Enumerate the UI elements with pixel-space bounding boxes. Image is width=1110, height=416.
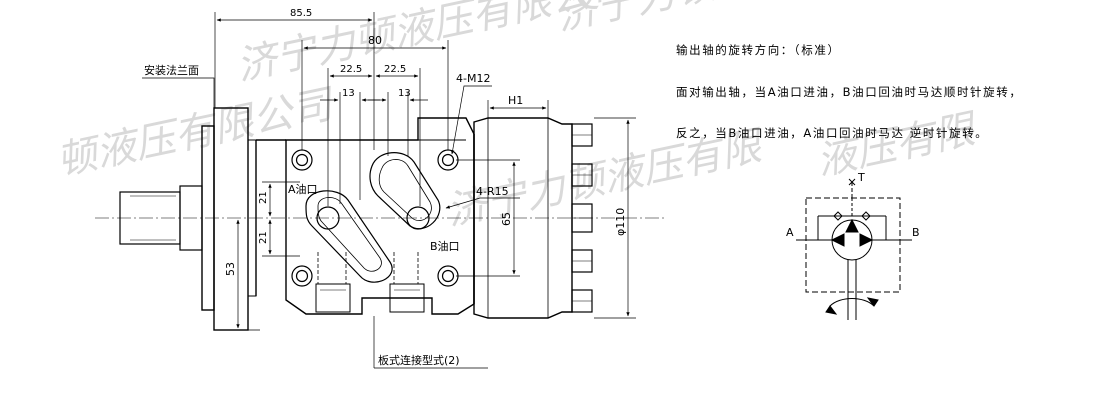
symbol-t-label: T — [857, 171, 865, 184]
dim-22-5-right: 22.5 — [384, 64, 406, 75]
watermark-text-4: 济宁力顿 — [553, 0, 725, 40]
dim-phi-110: φ110 — [614, 208, 627, 236]
dim-22-5-left: 22.5 — [340, 64, 362, 75]
symbol-b-label: B — [912, 226, 920, 239]
dim-13-left: 13 — [342, 88, 355, 99]
dim-21-top: 21 — [258, 191, 269, 204]
radius-label: 4-R15 — [476, 185, 509, 198]
symbol-a-label: A — [786, 226, 794, 239]
dim-80: 80 — [368, 34, 382, 47]
port-a-label: A油口 — [288, 182, 318, 196]
dim-53: 53 — [224, 262, 237, 276]
watermark-text-5: 液压有限 — [813, 106, 983, 185]
threads-label: 4-M12 — [456, 72, 490, 85]
port-b-label: B油口 — [430, 239, 460, 253]
dimensions — [142, 12, 636, 369]
rotation-note-line-1: 面对输出轴，当A油口进油，B油口回油时马达顺时针旋转， — [676, 85, 1023, 99]
flange-face-label: 安装法兰面 — [144, 63, 199, 77]
dim-13-right: 13 — [398, 88, 411, 99]
rotation-note-title: 输出轴的旋转方向：（标准） — [676, 43, 841, 57]
dim-21-bottom: 21 — [258, 231, 269, 244]
dimension-labels: 85.5 80 22.5 22.5 13 13 21 21 53 65 φ110… — [144, 8, 627, 367]
motor-body — [255, 117, 475, 315]
dim-85-5: 85.5 — [290, 8, 312, 19]
end-bolts — [571, 123, 593, 313]
rotation-note-line-2: 反之，当B油口进油，A油口回油时马达 逆时针旋转。 — [676, 126, 989, 140]
symbol-labels: T A B — [786, 171, 920, 239]
hydraulic-motor-symbol — [796, 178, 912, 320]
dim-65: 65 — [500, 212, 513, 226]
port-plate — [291, 149, 459, 313]
plate-connection-label: 板式连接型式(2) — [378, 353, 460, 367]
dim-h1: H1 — [508, 94, 523, 107]
